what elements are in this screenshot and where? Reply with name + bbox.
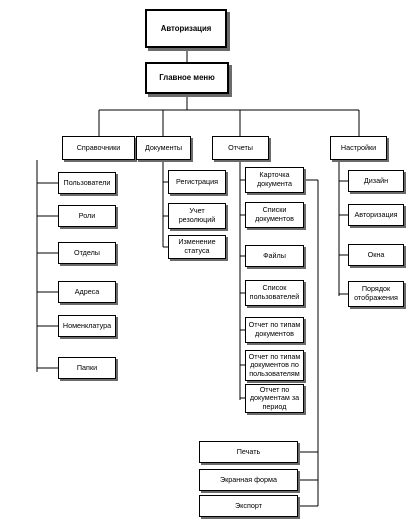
rep-doc-lists: Списки документов [245,202,304,228]
rep-by-doc-types: Отчет по типам документов [245,317,304,343]
ref-folders: Папки [58,357,116,379]
set-display-order: Порядок отображения [348,281,404,307]
ref-roles: Роли [58,205,116,227]
rep-by-period: Отчет по документам за период [245,384,304,413]
ref-nomenclature: Номенклатура [58,315,116,337]
category-settings: Настройки [330,136,387,160]
doc-resolutions: Учет резолюций [168,203,226,229]
ref-users: Пользователи [58,172,116,194]
category-references: Справочники [62,136,135,160]
main-menu-box: Главное меню [145,62,229,94]
category-reports: Отчеты [212,136,269,160]
out-export: Экспорт [199,495,298,517]
rep-by-doc-types-users: Отчет по типам документов по пользовател… [245,350,304,381]
out-screen-form: Экранная форма [199,469,298,491]
set-windows: Окна [348,244,404,266]
ref-departments: Отделы [58,242,116,264]
rep-user-list: Список пользователей [245,280,304,306]
ref-addresses: Адреса [58,281,116,303]
doc-status-change: Изменение статуса [168,235,226,259]
auth-box: Авторизация [145,9,227,48]
rep-files: Файлы [245,245,304,267]
category-documents: Документы [136,136,191,160]
doc-registration: Регистрация [168,170,226,194]
rep-doc-card: Карточка документа [245,167,304,193]
set-design: Дизайн [348,170,404,192]
out-print: Печать [199,441,298,463]
set-auth: Авторизация [348,204,404,226]
